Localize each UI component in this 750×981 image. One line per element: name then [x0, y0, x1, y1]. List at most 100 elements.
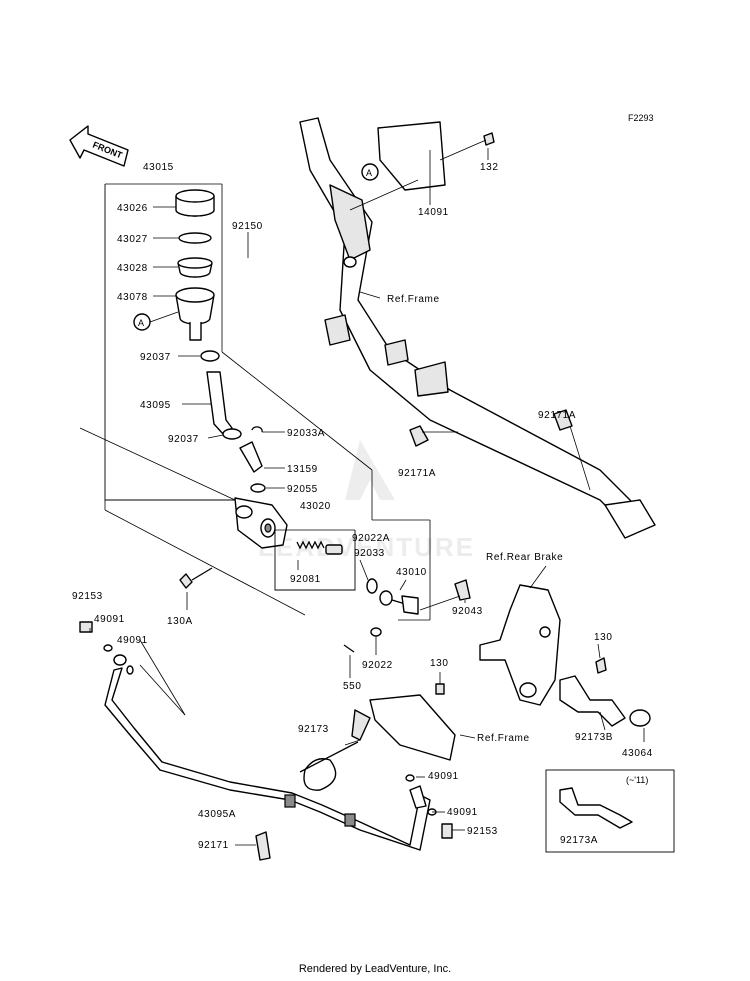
- reservoir-hose: [206, 371, 233, 436]
- label-92081: 92081: [290, 574, 321, 585]
- gasket-upper-a: [103, 644, 113, 652]
- clamp-92171a-right: [553, 409, 573, 431]
- label-92022a: 92022A: [352, 533, 390, 544]
- frame-tube: [299, 117, 656, 539]
- label-92022: 92022: [362, 660, 393, 671]
- circlip-92033: [366, 578, 378, 594]
- bolt-130-bracket: [435, 683, 445, 695]
- label-92171a-left: 92171A: [398, 468, 436, 479]
- label-92153-lower: 92153: [467, 826, 498, 837]
- circlip-92033a: [251, 426, 263, 433]
- svg-text:A: A: [366, 168, 372, 178]
- rear-brake-pedal: [479, 584, 561, 706]
- push-rod: [379, 590, 419, 615]
- label-92037-lower: 92037: [168, 434, 199, 445]
- label-ref-frame-lower: Ref.Frame: [477, 733, 530, 744]
- cotter-pin: [343, 644, 355, 653]
- label-43010: 43010: [396, 567, 427, 578]
- diaphragm: [177, 257, 213, 278]
- label-92153-upper: 92153: [72, 591, 103, 602]
- label-43028: 43028: [117, 263, 148, 274]
- heat-guard: [377, 121, 446, 191]
- label-130a: 130A: [167, 616, 193, 627]
- label-92173b: 92173B: [575, 732, 613, 743]
- label-550: 550: [343, 681, 362, 692]
- label-43095a: 43095A: [198, 809, 236, 820]
- washer: [370, 627, 382, 637]
- hose-grommet: [284, 794, 296, 808]
- banjo-fitting-lower: [409, 785, 427, 809]
- footer-credit: Rendered by LeadVenture, Inc.: [298, 963, 452, 975]
- rubber-boot-43064: [629, 709, 651, 727]
- figure-code: F2293: [628, 113, 654, 123]
- hose-clamp-lower: [222, 428, 242, 440]
- hose-grommet-2: [344, 813, 356, 827]
- label-43027: 43027: [117, 234, 148, 245]
- elbow-fitting: [239, 441, 263, 473]
- label-92173: 92173: [298, 724, 329, 735]
- label-49091-b: 49091: [117, 635, 148, 646]
- o-ring: [250, 483, 266, 493]
- banjo-bolt-upper: [79, 621, 93, 633]
- label-92037-upper: 92037: [140, 352, 171, 363]
- diaphragm-plate: [178, 232, 212, 244]
- switch-bracket-92173a: [559, 787, 633, 829]
- callout-a-left: A: [133, 313, 151, 331]
- label-132: 132: [480, 162, 499, 173]
- bolt-130a: [179, 567, 213, 589]
- banjo-fitting-upper: [113, 654, 127, 666]
- label-14091: 14091: [418, 207, 449, 218]
- label-43026: 43026: [117, 203, 148, 214]
- master-cylinder-assembly-bracket: [79, 183, 431, 621]
- label-43015: 43015: [143, 162, 174, 173]
- hose-bracket: [299, 694, 456, 791]
- callout-a-frame: A: [361, 163, 379, 181]
- reservoir-cap: [175, 189, 215, 217]
- svg-text:LEADVENTURE: LEADVENTURE: [258, 532, 475, 562]
- label-13159: 13159: [287, 464, 318, 475]
- gasket-upper-b: [126, 665, 134, 675]
- label-43020: 43020: [300, 501, 331, 512]
- master-cylinder-body: [234, 497, 288, 549]
- label-92150: 92150: [232, 221, 263, 232]
- label-ref-frame-upper: Ref.Frame: [387, 294, 440, 305]
- part-labels: 43015 43026 43027 43028 43078 92150 9203…: [72, 162, 653, 851]
- svg-text:A: A: [138, 318, 144, 328]
- bolt-130-switch: [595, 657, 607, 674]
- label-130-switch: 130: [594, 632, 613, 643]
- clevis-pin: [454, 579, 471, 601]
- label-92055: 92055: [287, 484, 318, 495]
- label-92033: 92033: [354, 548, 385, 559]
- label-ref-rear-brake: Ref.Rear Brake: [486, 552, 563, 563]
- label-92043: 92043: [452, 606, 483, 617]
- leader-lines: [89, 148, 645, 846]
- bolt-132: [483, 132, 495, 146]
- label-43064: 43064: [622, 748, 653, 759]
- piston-kit-box: [274, 529, 356, 591]
- brake-hose: [104, 667, 431, 851]
- banjo-bolt-lower: [441, 823, 453, 839]
- label-92171a-right: 92171A: [538, 410, 576, 421]
- front-arrow-icon: FRONT: [69, 125, 129, 167]
- reservoir: [175, 287, 215, 341]
- hose-clamp-upper: [200, 350, 220, 362]
- hose-clamp-92171: [255, 831, 271, 861]
- piston: [325, 544, 343, 555]
- label-49091-a: 49091: [94, 614, 125, 625]
- piston-spring: [296, 540, 325, 550]
- watermark-logo: LEADVENTURE: [258, 440, 475, 562]
- label-43095: 43095: [140, 400, 171, 411]
- label-92173a: 92173A: [560, 835, 598, 846]
- label-92171: 92171: [198, 840, 229, 851]
- switch-bracket-92173b: [559, 675, 626, 727]
- label-49091-c: 49091: [428, 771, 459, 782]
- clamp-92171a-left: [409, 425, 429, 447]
- inset-box: [545, 769, 675, 853]
- label-49091-d: 49091: [447, 807, 478, 818]
- label-92033a: 92033A: [287, 428, 325, 439]
- label-range-note: (~'11): [626, 775, 648, 785]
- gasket-lower-a: [405, 774, 415, 782]
- label-130-bracket: 130: [430, 658, 449, 669]
- label-43078: 43078: [117, 292, 148, 303]
